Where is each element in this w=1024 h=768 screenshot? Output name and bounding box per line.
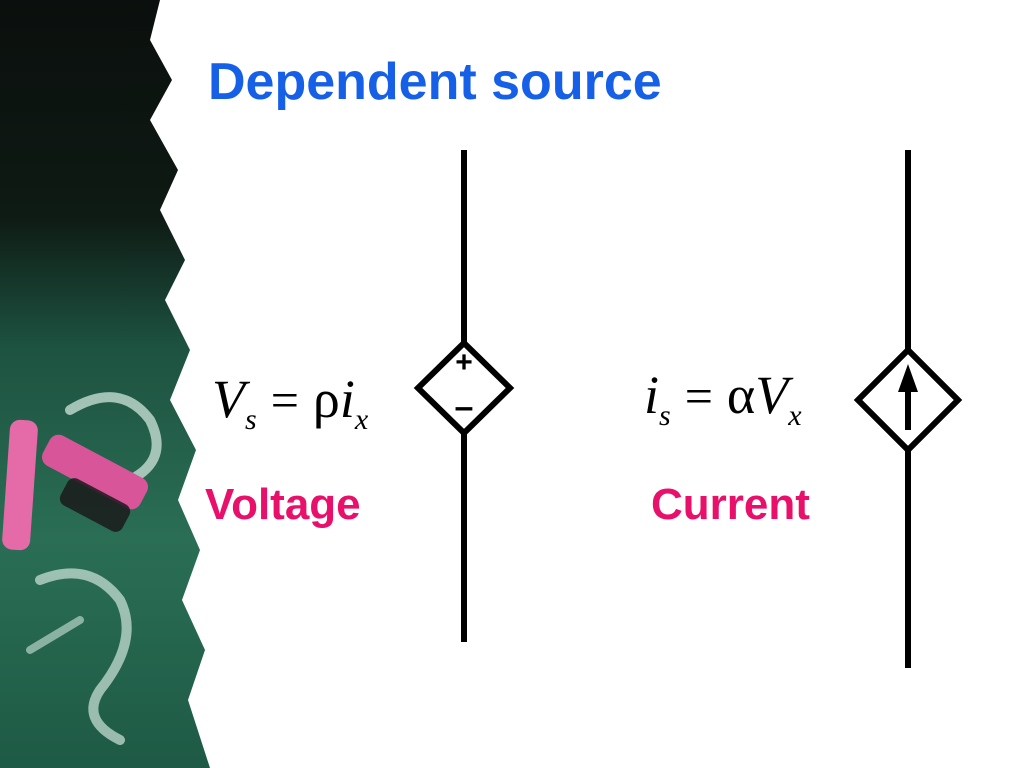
current-rhs-symbol: V: [755, 365, 789, 425]
current-lhs-subscript: s: [659, 399, 671, 432]
current-label: Current: [651, 480, 810, 529]
pink-chalk-icon: [2, 419, 149, 551]
slide-title: Dependent source: [208, 53, 662, 111]
voltage-equation: Vs =ρix: [212, 369, 368, 435]
current-direction-arrow-icon: [898, 364, 918, 392]
voltage-label: Voltage: [205, 480, 361, 529]
voltage-source-diamond: [413, 338, 515, 438]
current-lhs-symbol: i: [644, 365, 660, 425]
plus-sign: +: [455, 346, 473, 379]
current-rhs-subscript: x: [788, 399, 802, 432]
voltage-rhs-subscript: x: [354, 403, 369, 436]
voltage-rhs-symbol: i: [339, 369, 355, 429]
current-equals: =: [684, 368, 713, 424]
current-equation: is =αVx: [644, 365, 802, 431]
minus-sign: –: [454, 388, 474, 426]
voltage-equals: =: [270, 372, 299, 428]
voltage-coefficient: ρ: [312, 369, 340, 429]
voltage-lhs-symbol: V: [212, 369, 245, 429]
current-coefficient: α: [726, 365, 756, 425]
chalkboard-decoration: [0, 0, 210, 768]
voltage-lhs-subscript: s: [245, 403, 257, 436]
